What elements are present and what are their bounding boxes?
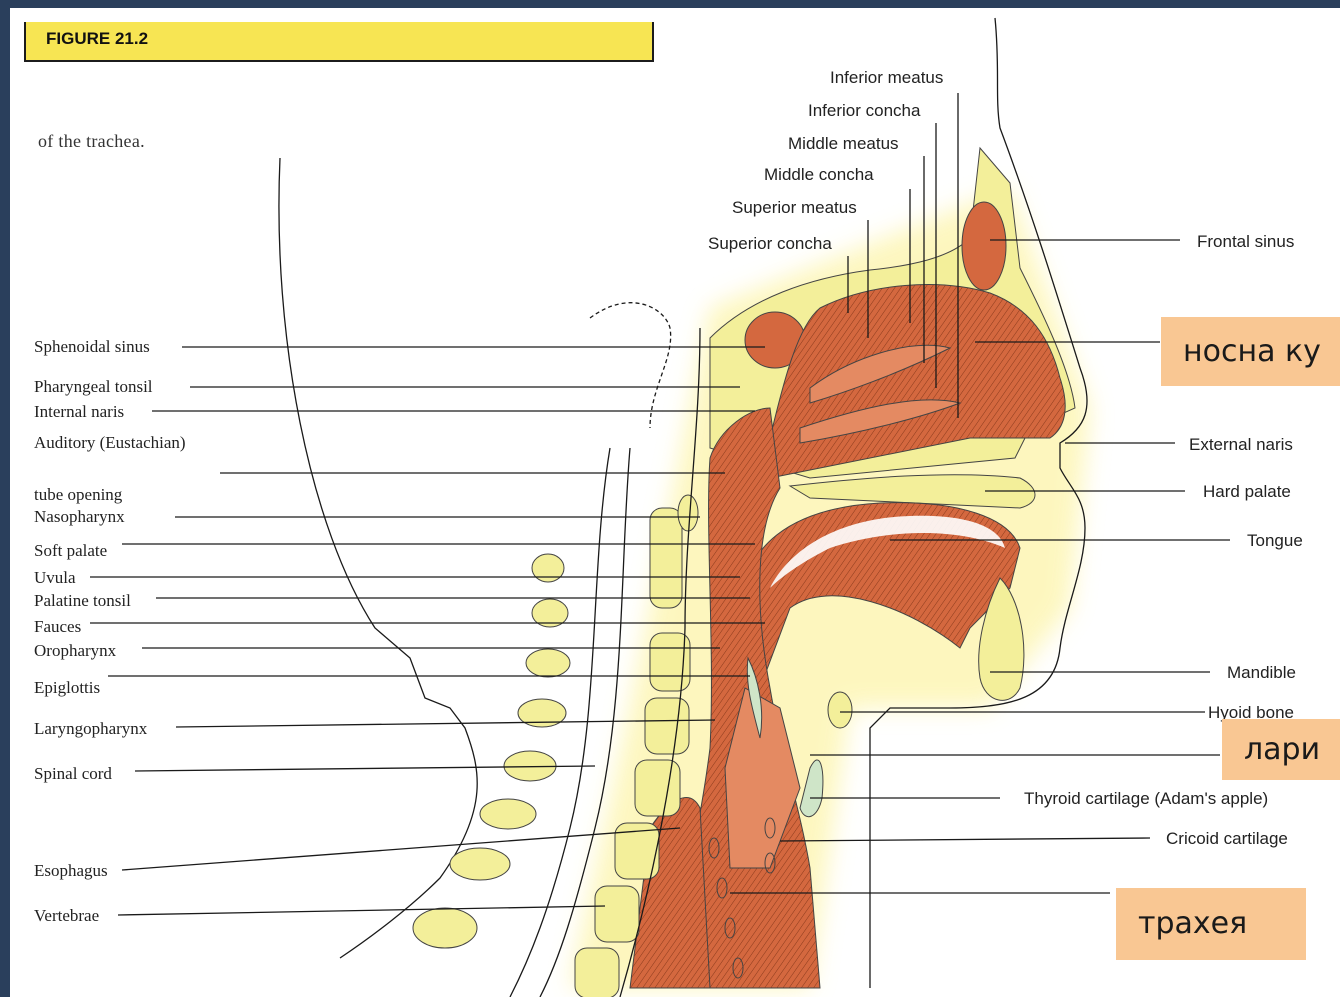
anatomy-diagram: Inferior meatus Inferior concha Middle m…: [10, 8, 1340, 997]
figure-header: FIGURE 21.2: [24, 22, 654, 62]
label-pharyngeal-tonsil: Pharyngeal tonsil: [34, 377, 153, 396]
vertebra: [595, 886, 639, 942]
label-inferior-concha: Inferior concha: [808, 101, 921, 120]
label-oropharynx: Oropharynx: [34, 641, 117, 660]
label-inferior-meatus: Inferior meatus: [830, 68, 943, 87]
label-epiglottis: Epiglottis: [34, 678, 100, 697]
label-cricoid-cartilage: Cricoid cartilage: [1166, 829, 1288, 848]
figure-number: FIGURE 21.2: [46, 29, 148, 49]
occiput-outline: [590, 303, 671, 428]
frontal-sinus: [962, 202, 1006, 290]
label-auditory-tube-1: Auditory (Eustachian): [34, 433, 186, 452]
vertebra: [645, 698, 689, 754]
label-uvula: Uvula: [34, 568, 76, 587]
label-sphenoidal-sinus: Sphenoidal sinus: [34, 337, 150, 356]
label-hard-palate: Hard palate: [1203, 482, 1291, 501]
label-mandible: Mandible: [1227, 663, 1296, 682]
vertebra: [575, 948, 619, 997]
vertebra: [526, 649, 570, 677]
label-internal-naris: Internal naris: [34, 402, 124, 421]
label-auditory-tube-2: tube opening: [34, 485, 123, 504]
label-fauces: Fauces: [34, 617, 81, 636]
vertebra: [532, 554, 564, 582]
caption-fragment: of the trachea.: [38, 131, 145, 152]
vertebra: [480, 799, 536, 829]
label-tongue: Tongue: [1247, 531, 1303, 550]
label-middle-meatus: Middle meatus: [788, 134, 899, 153]
label-laryngopharynx: Laryngopharynx: [34, 719, 148, 738]
label-superior-concha: Superior concha: [708, 234, 832, 253]
label-esophagus: Esophagus: [34, 861, 108, 880]
vertebra: [635, 760, 680, 816]
label-external-naris: External naris: [1189, 435, 1293, 454]
label-palatine-tonsil: Palatine tonsil: [34, 591, 131, 610]
hyoid-shape: [828, 692, 852, 728]
vertebra: [650, 508, 682, 608]
label-nasopharynx: Nasopharynx: [34, 507, 125, 526]
vertebra: [413, 908, 477, 948]
head-outline: [279, 158, 477, 958]
label-vertebrae: Vertebrae: [34, 906, 99, 925]
overlay-nasal-cavity: носна ку: [1161, 317, 1340, 386]
label-soft-palate: Soft palate: [34, 541, 107, 560]
vertebra: [678, 495, 698, 531]
label-superior-meatus: Superior meatus: [732, 198, 857, 217]
label-frontal-sinus: Frontal sinus: [1197, 232, 1294, 251]
figure-canvas: Inferior meatus Inferior concha Middle m…: [10, 8, 1340, 997]
label-spinal-cord: Spinal cord: [34, 764, 112, 783]
overlay-trachea: трахея: [1116, 888, 1306, 960]
vertebra: [450, 848, 510, 880]
overlay-larynx: лари: [1222, 719, 1340, 780]
label-thyroid-cartilage: Thyroid cartilage (Adam's apple): [1024, 789, 1268, 808]
label-middle-concha: Middle concha: [764, 165, 874, 184]
